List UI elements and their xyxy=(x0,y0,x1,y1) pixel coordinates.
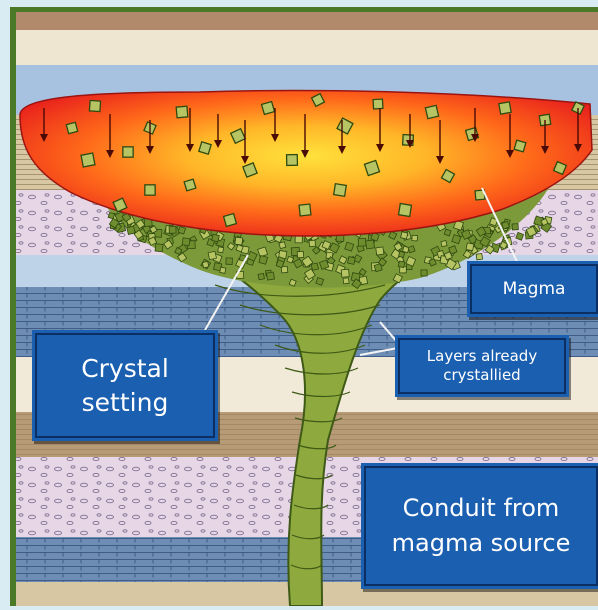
crystal xyxy=(399,204,412,217)
mush-crystal xyxy=(235,237,243,245)
mush-crystal xyxy=(444,229,451,236)
magma-label: Magma xyxy=(470,264,598,314)
mush-crystal xyxy=(178,227,185,234)
mush-crystal xyxy=(295,236,302,243)
mush-crystal xyxy=(476,253,482,259)
crystal xyxy=(299,204,311,216)
mush-crystal xyxy=(348,257,356,265)
mush-crystal xyxy=(279,242,286,249)
mush-crystal xyxy=(182,238,190,246)
mush-crystal xyxy=(212,234,219,241)
mush-crystal xyxy=(155,244,163,252)
mush-crystal xyxy=(127,226,135,234)
mush-crystal xyxy=(309,240,316,247)
crystal xyxy=(199,142,211,154)
mush-crystal xyxy=(376,247,384,255)
mush-crystal xyxy=(220,267,226,273)
mush-crystal xyxy=(258,273,264,279)
crystal xyxy=(373,99,383,109)
mush-crystal xyxy=(358,238,366,246)
conduit-label: Conduit from magma source xyxy=(364,466,598,586)
crystal xyxy=(334,184,347,197)
crystal xyxy=(499,102,511,114)
mush-crystal xyxy=(466,243,474,251)
crystal xyxy=(184,179,196,191)
stratum-sandstone xyxy=(16,30,598,65)
mush-crystal xyxy=(266,272,274,280)
crystal xyxy=(66,122,77,133)
mush-crystal xyxy=(169,226,176,233)
stratum-top xyxy=(16,12,598,30)
conduit-line-1: Conduit from xyxy=(392,491,571,526)
crystal xyxy=(425,105,438,118)
mush-crystal xyxy=(259,256,268,265)
crystal xyxy=(123,147,133,157)
mush-crystal xyxy=(218,247,224,253)
crystal xyxy=(89,100,100,111)
crystal xyxy=(287,155,298,166)
mush-crystal xyxy=(311,263,318,270)
mush-crystal xyxy=(341,269,349,277)
mush-crystal xyxy=(208,251,216,259)
crystal xyxy=(514,140,526,152)
conduit-line-2: magma source xyxy=(392,526,571,561)
mush-crystal xyxy=(297,251,304,258)
mush-crystal xyxy=(401,232,408,239)
mush-crystal xyxy=(202,261,208,267)
mush-crystal xyxy=(366,240,375,249)
mush-crystal xyxy=(421,270,427,276)
mush-crystal xyxy=(512,224,518,230)
crystal xyxy=(176,106,188,118)
crystal-setting-label: Crystal setting xyxy=(35,333,215,438)
layers-line-1: Layers already xyxy=(427,347,537,367)
crystal xyxy=(262,102,275,115)
crystal-setting-line-2: setting xyxy=(81,386,169,420)
mush-crystal xyxy=(441,241,447,247)
crystal xyxy=(81,153,95,167)
mush-crystal xyxy=(343,278,349,284)
mush-crystal xyxy=(408,246,415,253)
layers-line-2: crystallied xyxy=(427,366,537,386)
mush-crystal xyxy=(398,261,405,268)
crystal xyxy=(145,185,155,195)
crystal-setting-line-1: Crystal xyxy=(81,352,169,386)
mush-crystal xyxy=(399,251,405,257)
crystal xyxy=(224,214,237,227)
mush-crystal xyxy=(226,258,233,265)
magma-label-text: Magma xyxy=(503,279,566,299)
layers-label: Layers already crystallied xyxy=(398,338,566,394)
mush-crystal xyxy=(412,235,418,241)
mush-crystal xyxy=(108,212,114,218)
